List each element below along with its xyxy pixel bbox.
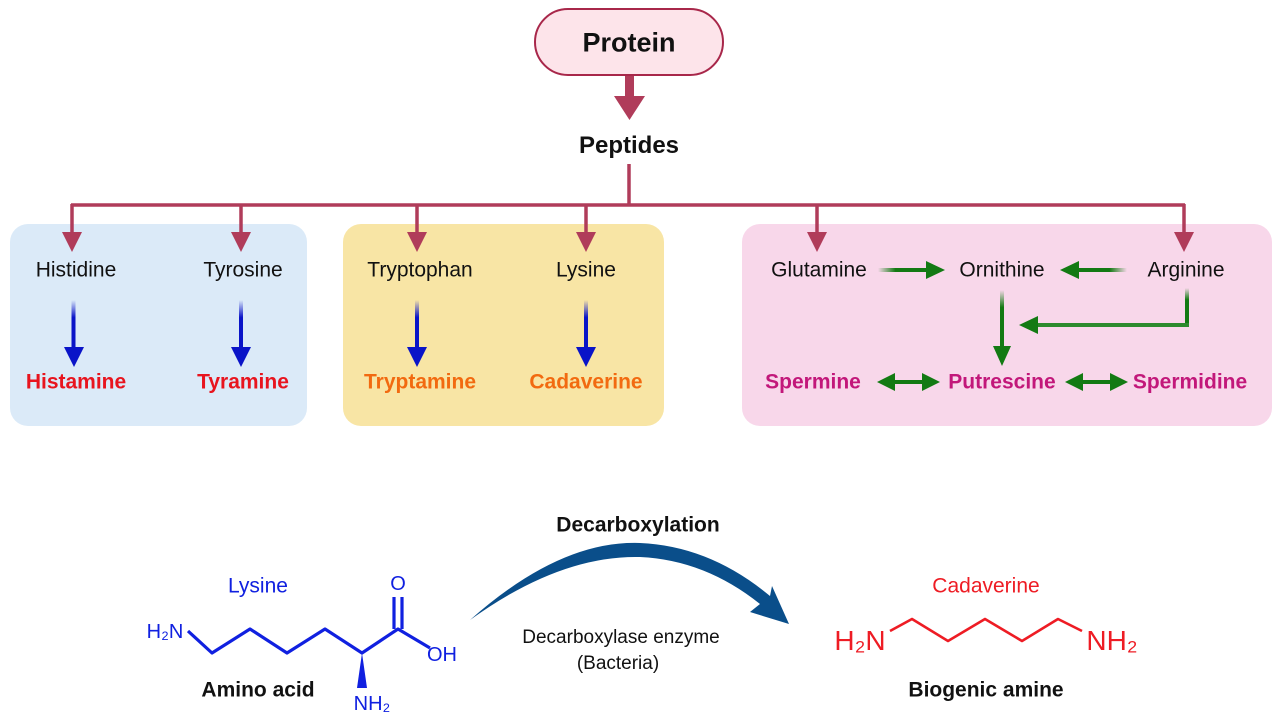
- arrow-histidine-histamine: [71, 300, 76, 350]
- arrowhead-lysine: [576, 232, 596, 252]
- lysine-hydroxyl: OH: [427, 644, 457, 666]
- arrowhead-histidine: [62, 232, 82, 252]
- lysine-alpha-amine: NH₂: [353, 693, 391, 715]
- arrow-arginine-ornithine: [1077, 268, 1127, 272]
- polyamine-putrescine: Putrescine: [948, 370, 1056, 394]
- amine-tryptamine: Tryptamine: [363, 370, 477, 394]
- cadaverine-left-amine: H₂N: [834, 625, 886, 656]
- arrow-tyrosine-tyramine: [239, 300, 243, 350]
- protein-title: Protein: [582, 27, 676, 58]
- arrow-arginine-putrescine-vertical: [1185, 288, 1189, 327]
- amino-acid-tryptophan: Tryptophan: [367, 258, 473, 282]
- decarboxylation-curved-arrow: [470, 542, 789, 624]
- precursor-glutamine: Glutamine: [771, 258, 867, 282]
- lysine-name: Lysine: [228, 574, 288, 598]
- arrowhead-arginine: [1174, 232, 1194, 252]
- arrowhead-tryptophan: [407, 232, 427, 252]
- amino-acid-tyrosine: Tyrosine: [203, 258, 283, 282]
- precursor-ornithine: Ornithine: [959, 258, 1045, 282]
- arrow-spermine-putrescine: [877, 373, 940, 391]
- arrowhead-tyrosine: [231, 232, 251, 252]
- lysine-structure: [186, 597, 431, 655]
- decarboxylation-label: Decarboxylation: [556, 513, 720, 537]
- polyamine-spermine: Spermine: [765, 370, 861, 394]
- enzyme-label-line2: (Bacteria): [576, 653, 660, 675]
- green-arrows: [877, 261, 1189, 391]
- polyamine-spermidine: Spermidine: [1132, 370, 1248, 394]
- enzyme-label-line1: Decarboxylase enzyme: [522, 627, 720, 649]
- arrowhead-glutamine: [807, 232, 827, 252]
- branch-arrowheads: [62, 232, 1194, 252]
- blue-arrows: [64, 300, 596, 367]
- amino-acid-lysine: Lysine: [556, 258, 616, 282]
- protein-box: [534, 8, 724, 76]
- protein-to-peptides-arrow: [614, 76, 645, 120]
- precursor-arginine: Arginine: [1147, 258, 1225, 282]
- amino-acid-caption: Amino acid: [201, 678, 315, 702]
- lysine-terminal-amine: H₂N: [146, 621, 184, 643]
- arrow-lysine-cadaverine: [584, 300, 588, 350]
- cadaverine-structure: [889, 617, 1083, 643]
- amine-histamine: Histamine: [25, 370, 127, 394]
- arrow-ornithine-putrescine: [1000, 290, 1004, 348]
- amine-tyramine: Tyramine: [197, 370, 289, 394]
- lysine-carbonyl-oxygen: O: [390, 573, 406, 595]
- cadaverine-right-amine: NH₂: [1086, 625, 1138, 656]
- lysine-wedge-bond: [357, 653, 367, 688]
- amino-acid-histidine: Histidine: [35, 258, 117, 282]
- arrow-putrescine-spermidine: [1065, 373, 1128, 391]
- amine-cadaverine: Cadaverine: [529, 370, 643, 394]
- arrow-arginine-putrescine-horizontal: [1036, 323, 1189, 327]
- biogenic-amine-caption: Biogenic amine: [908, 678, 1064, 702]
- arrow-glutamine-ornithine: [878, 268, 928, 272]
- peptides-label: Peptides: [578, 132, 680, 159]
- cadaverine-name: Cadaverine: [932, 574, 1040, 598]
- peptides-branch-connector: [70, 164, 1186, 234]
- tryptamine-cadaverine-group: [343, 224, 664, 426]
- arrow-tryptophan-tryptamine: [415, 300, 419, 350]
- histamine-tyramine-group: [10, 224, 307, 426]
